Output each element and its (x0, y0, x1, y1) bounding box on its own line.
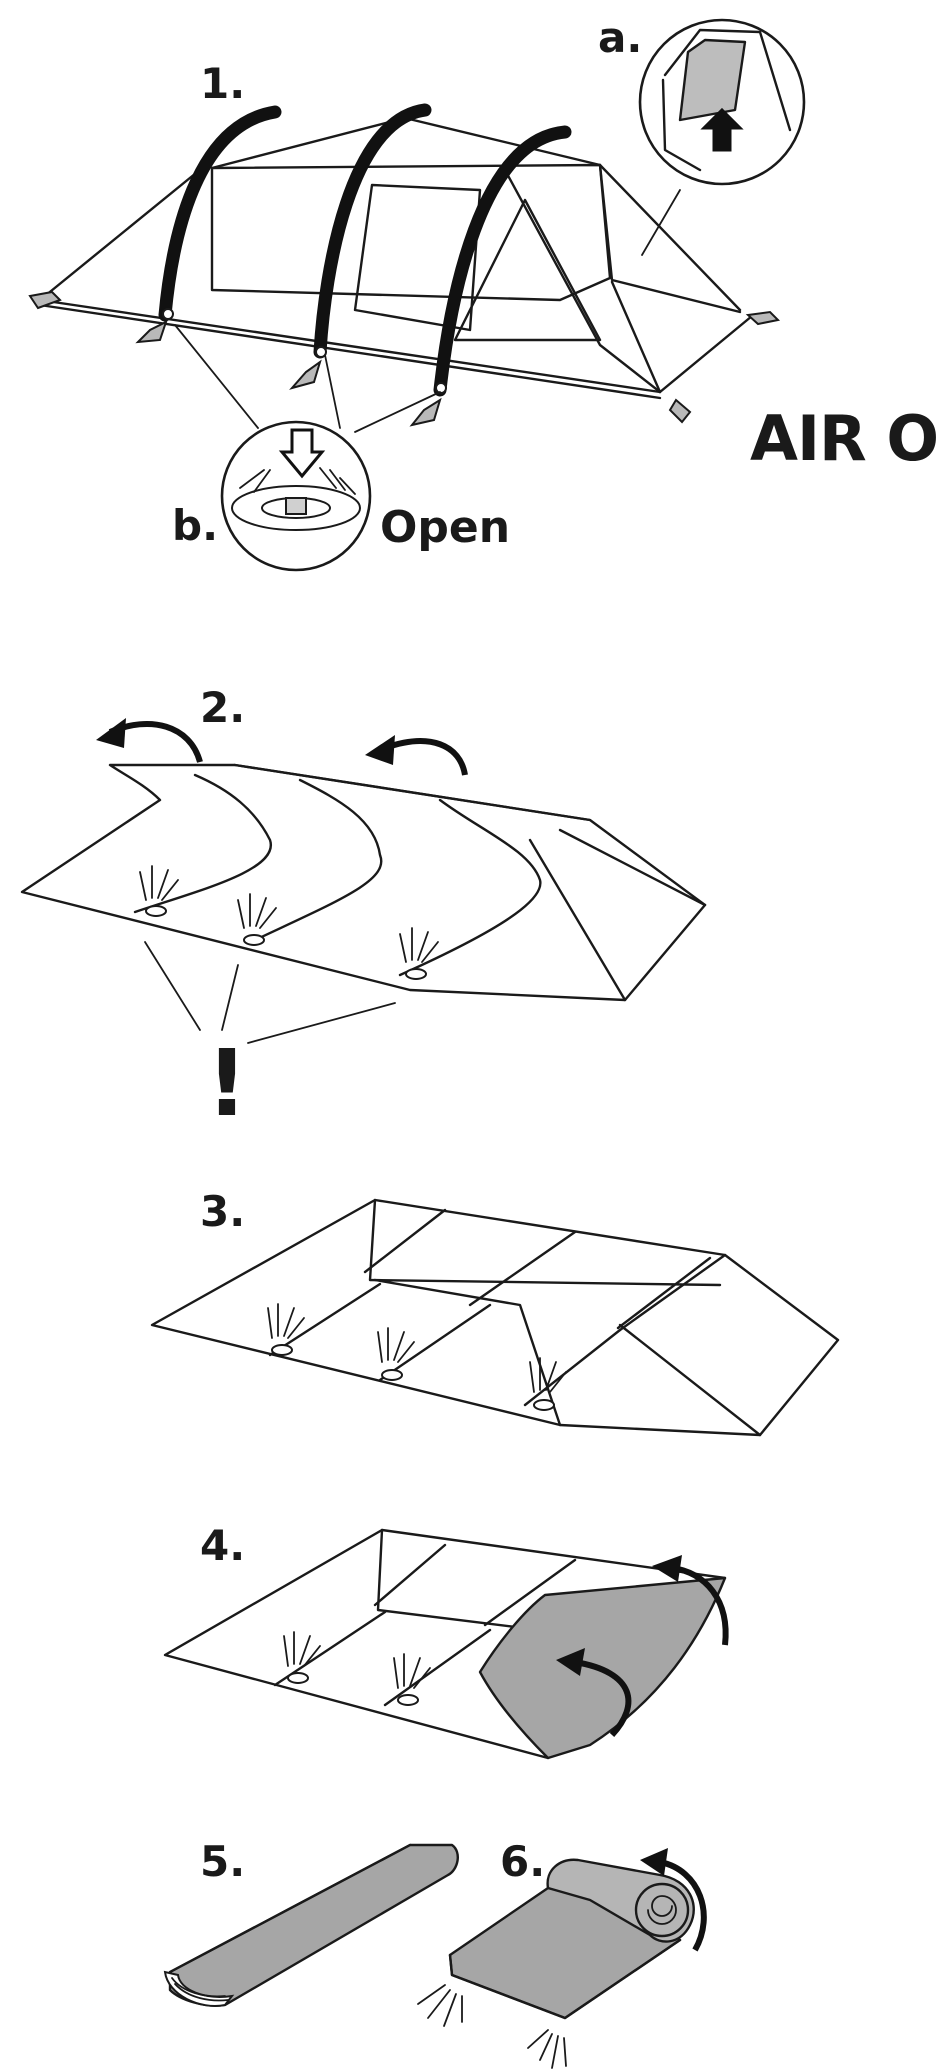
step-1-label: 1. (200, 59, 245, 108)
step-6-label: 6. (500, 1837, 545, 1886)
callout-a-label: a. (598, 13, 642, 62)
warning-icon: ! (206, 1030, 248, 1137)
step-5-label: 5. (200, 1837, 245, 1886)
step-6-roll-up-illustration (417, 1848, 707, 2069)
callout-a-vent-icon (638, 18, 806, 186)
air-out-title: AIR OUT (750, 402, 936, 475)
step-5-folded-bundle-illustration (163, 1843, 459, 2007)
step-4-fold-end-illustration (163, 1528, 729, 1760)
step-2-label: 2. (200, 683, 245, 732)
callout-b-label: b. (172, 501, 218, 550)
step-3-folded-tent-illustration (150, 1198, 840, 1437)
step-3-label: 3. (200, 1187, 245, 1236)
peg-icon (28, 290, 62, 310)
step-1-tent-illustration (28, 103, 781, 433)
step-2-fold-sides-illustration (20, 718, 707, 1044)
step-4-label: 4. (200, 1521, 245, 1570)
callout-b-valve-icon (220, 420, 372, 572)
callout-b-open-text: Open (380, 502, 510, 553)
